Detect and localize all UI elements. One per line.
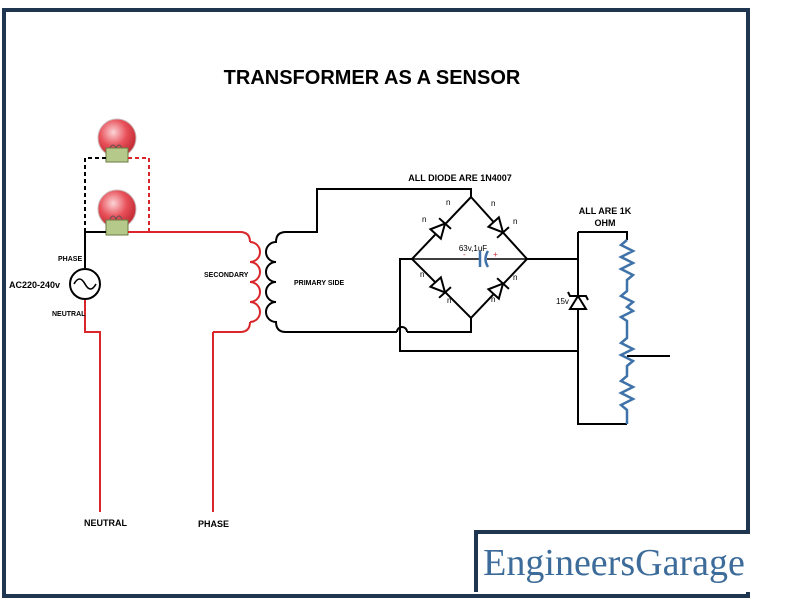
logo-part2: Garage <box>635 542 745 584</box>
svg-text:n: n <box>513 217 517 226</box>
svg-text:n: n <box>491 295 495 304</box>
primary-coil <box>265 231 287 333</box>
svg-text:n: n <box>513 273 517 282</box>
svg-text:n: n <box>420 270 424 279</box>
diagram-frame <box>2 8 750 598</box>
phase-bottom-label: PHASE <box>198 519 229 529</box>
source-wiring <box>84 231 251 512</box>
secondary-label: SECONDARY <box>204 272 249 279</box>
primary-wiring <box>286 188 472 333</box>
cap-minus: - <box>463 250 466 259</box>
lamp-dashed-links <box>84 157 150 232</box>
neutral-top-label: NEUTRAL <box>52 311 86 318</box>
resistor-note-line1: ALL ARE 1K <box>579 206 632 216</box>
diode-lower-left <box>428 275 452 299</box>
lamp-top <box>97 118 137 163</box>
svg-text:n: n <box>447 296 451 305</box>
source-label: AC220-240v <box>9 280 60 290</box>
resistor-chain <box>618 239 636 424</box>
zener-diode <box>567 291 589 310</box>
svg-text:n: n <box>446 198 450 207</box>
neutral-bottom-label: NEUTRAL <box>84 518 127 528</box>
capacitor-label: 63v,1uF <box>459 244 487 253</box>
logo-part1: Engineers <box>483 542 636 584</box>
lamp-bottom <box>97 189 137 236</box>
primary-label: PRIMARY SIDE <box>294 280 345 287</box>
capacitor <box>412 250 527 268</box>
zener-label: 15v <box>556 297 569 306</box>
diode-upper-right <box>486 215 510 239</box>
bridge-rectifier <box>410 195 529 320</box>
diode-upper-left <box>428 217 452 241</box>
secondary-coil <box>249 241 261 323</box>
diagram-title: TRANSFORMER AS A SENSOR <box>224 67 521 89</box>
svg-text:n: n <box>422 215 426 224</box>
phase-top-label: PHASE <box>58 256 82 263</box>
resistor-note-line2: OHM <box>595 218 616 228</box>
svg-text:n: n <box>491 199 495 208</box>
cap-plus: + <box>493 250 498 259</box>
ac-source <box>69 268 101 300</box>
diode-lower-right <box>486 277 510 301</box>
diode-note: ALL DIODE ARE 1N4007 <box>408 173 512 183</box>
diode-mark-labels: n n n n n n n n <box>420 198 517 305</box>
